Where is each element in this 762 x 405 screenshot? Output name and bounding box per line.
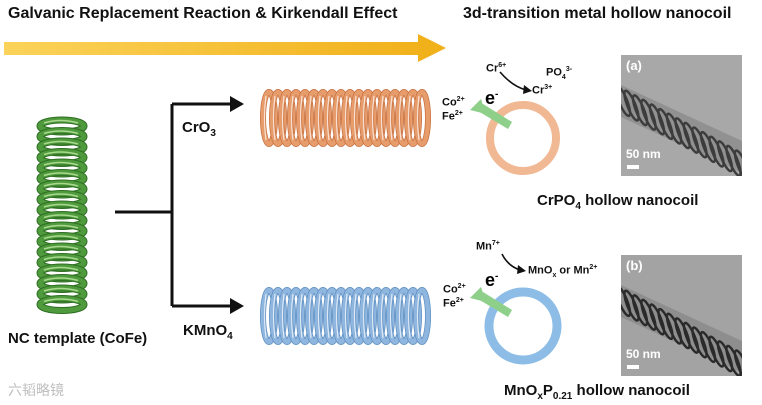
- mnoxp-hollow-ring: [484, 287, 562, 365]
- cr6-label: Cr6+: [486, 62, 507, 75]
- electron-top: e-: [485, 88, 499, 108]
- mn7-label: Mn7+: [476, 240, 500, 253]
- ion-release-arrow-bottom: [470, 287, 512, 317]
- co2-top: Co2+: [442, 96, 465, 109]
- fe2-bottom: Fe2+: [443, 297, 464, 310]
- tem-scale-label-b: 50 nm: [626, 347, 661, 361]
- reduction-arrow-top: [499, 71, 527, 91]
- crpo4-hollow-ring: [486, 101, 560, 175]
- tem-coil-b: [621, 284, 742, 376]
- tem-scalebar-a: [627, 165, 639, 169]
- crpo4-coil: [260, 89, 431, 147]
- co2-bottom: Co2+: [443, 283, 466, 296]
- tem-panel-label-b: (b): [626, 258, 643, 273]
- mnox-product-label: MnOx or Mn2+: [528, 264, 598, 279]
- tem-coil-a: [621, 84, 742, 176]
- reduction-arrow-bottom: [501, 253, 521, 271]
- title-right: 3d-transition metal hollow nanocoil: [463, 5, 732, 22]
- product-label-mnoxp: MnOxP0.21 hollow nanocoil: [504, 382, 690, 402]
- template-coil: [36, 116, 88, 314]
- template-label: NC template (CoFe): [8, 330, 148, 347]
- mnoxp-coil: [260, 287, 431, 345]
- tem-image-a: (a) 50 nm: [621, 55, 742, 176]
- process-arrow: [4, 34, 446, 62]
- title-left: Galvanic Replacement Reaction & Kirkenda…: [8, 5, 398, 22]
- tem-scale-label-a: 50 nm: [626, 147, 661, 161]
- tem-image-b: (b) 50 nm: [621, 255, 742, 376]
- product-label-crpo4: CrPO4 hollow nanocoil: [537, 192, 699, 212]
- po4-label: PO43-: [546, 66, 573, 81]
- arrow-head-bottom: [230, 298, 244, 314]
- reagent-kmno4: KMnO4: [183, 322, 233, 342]
- ion-release-arrow-top: [470, 99, 512, 129]
- watermark: 六韬略镜: [8, 382, 64, 398]
- fe2-top: Fe2+: [442, 110, 463, 123]
- tem-scalebar-b: [627, 365, 639, 369]
- branch-arrows: [115, 102, 232, 308]
- tem-panel-label-a: (a): [626, 58, 642, 73]
- arrow-head-top: [230, 96, 244, 112]
- reagent-cro3: CrO3: [182, 119, 216, 139]
- electron-bottom: e-: [485, 270, 499, 290]
- cr3-label: Cr3+: [532, 84, 553, 97]
